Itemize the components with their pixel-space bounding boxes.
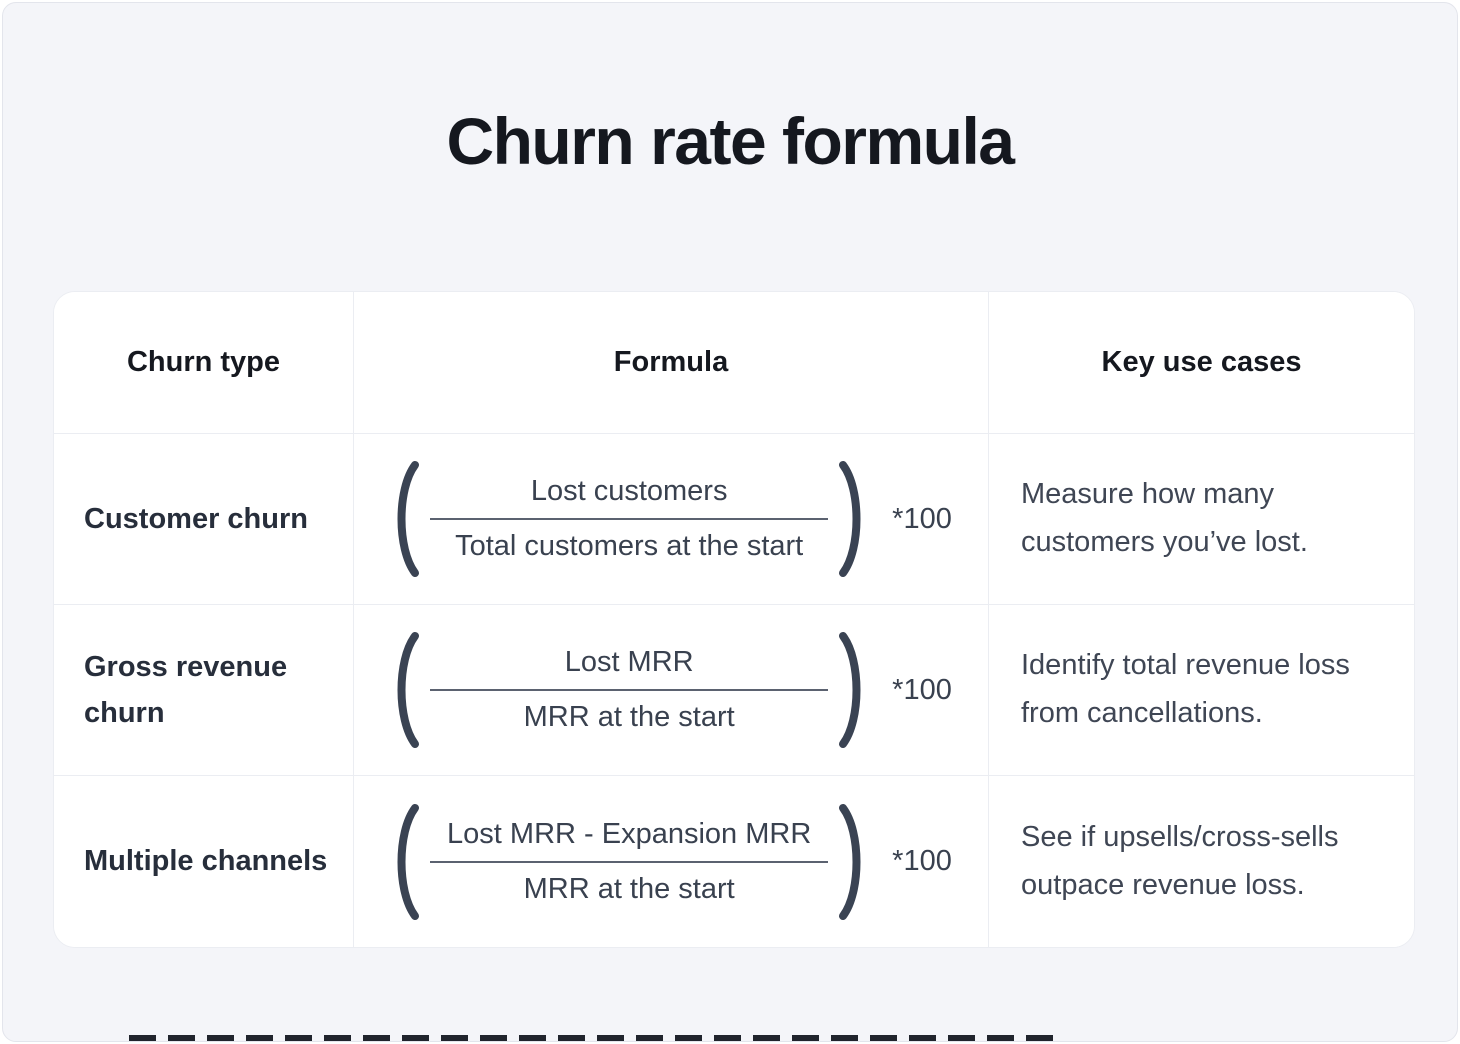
right-paren-icon [838,802,868,922]
header-formula-label: Formula [613,346,729,378]
churn-formula-table: Churn type Formula Key use cases Custome… [53,291,1415,948]
table-row-churn-type: Multiple channels [54,776,354,947]
table-row-formula: Lost MRR MRR at the start *100 [354,605,989,776]
bottom-dashed-line [129,1035,1059,1041]
table-row-use-case: Measure how many customers you’ve lost. [989,434,1414,605]
fraction-line [430,689,829,691]
fraction-numerator: Lost MRR [564,646,694,678]
churn-type-label: Gross revenue churn [84,650,288,729]
left-paren-icon [390,630,420,750]
left-paren-icon [390,802,420,922]
table-row-churn-type: Customer churn [54,434,354,605]
fraction-numerator: Lost MRR - Expansion MRR [447,817,812,850]
churn-type-label: Multiple channels [84,845,328,878]
fraction-denominator: Total customers at the start [455,530,804,562]
formula-multiplier: *100 [892,673,952,706]
right-paren-icon [838,459,868,579]
table-row-use-case: Identify total revenue loss from cancell… [989,605,1414,776]
use-case-text: See if upsells/cross-sells outpace reven… [1021,820,1339,901]
use-case-text: Identify total revenue loss from cancell… [1021,649,1350,729]
left-paren-icon [390,459,420,579]
fraction: Lost MRR MRR at the start [430,636,829,744]
table-row-churn-type: Gross revenue churn [54,605,354,776]
fraction: Lost customers Total customers at the st… [430,465,829,573]
table-row-formula: Lost MRR - Expansion MRR MRR at the star… [354,776,989,947]
fraction-denominator: MRR at the start [523,701,735,733]
fraction-denominator: MRR at the start [523,872,735,905]
use-case-text: Measure how many customers you’ve lost. [1021,478,1308,558]
fraction: Lost MRR - Expansion MRR MRR at the star… [430,808,829,916]
header-formula: Formula [354,292,989,434]
table-row-formula: Lost customers Total customers at the st… [354,434,989,605]
page-title: Churn rate formula [446,104,1015,178]
table-row-use-case: See if upsells/cross-sells outpace reven… [989,776,1414,947]
header-key-use-cases-label: Key use cases [1101,346,1302,378]
fraction-line [430,518,829,520]
header-churn-type-label: Churn type [126,346,281,378]
churn-type-label: Customer churn [84,502,308,535]
fraction-line [430,860,829,863]
formula-multiplier: *100 [892,502,952,535]
fraction-numerator: Lost customers [530,475,728,507]
header-key-use-cases: Key use cases [989,292,1414,434]
header-churn-type: Churn type [54,292,354,434]
formula-multiplier: *100 [892,845,952,877]
right-paren-icon [838,630,868,750]
